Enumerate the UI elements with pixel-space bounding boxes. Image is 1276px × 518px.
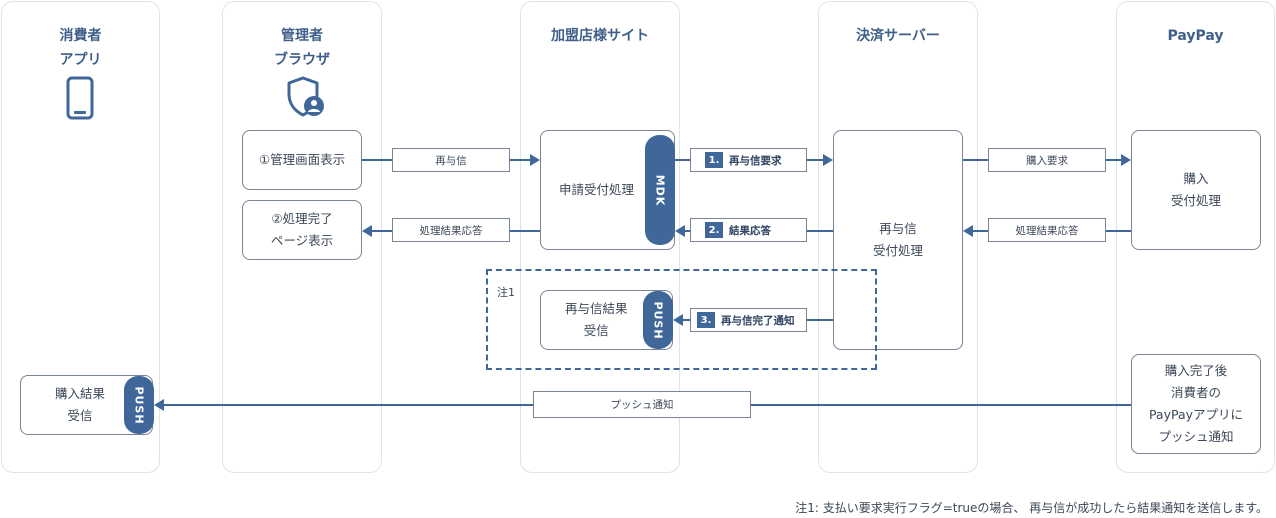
step2-number: 2. — [705, 222, 723, 238]
label-step2: 2. 結果応答 — [690, 218, 807, 242]
lane-title-admin-line1: 管理者 — [281, 28, 323, 44]
paypay-complete-box: 購入完了後 消費者の PayPayアプリに プッシュ通知 — [1131, 354, 1261, 454]
label-push-notify: プッシュ通知 — [533, 391, 751, 418]
label-resend: 再与信 — [392, 148, 510, 172]
consumer-receive-label: 購入結果 受信 — [55, 386, 106, 423]
label-purchase-request: 購入要求 — [988, 148, 1106, 172]
lane-title-payment: 決済サーバー — [856, 28, 940, 44]
mdk-pill: MDK — [645, 135, 675, 245]
lane-title-consumer-line2: アプリ — [59, 52, 102, 68]
lane-title-merchant: 加盟店様サイト — [551, 28, 649, 44]
arrow-head-resend — [530, 154, 540, 166]
note-region — [486, 269, 877, 370]
step1-number: 1. — [705, 152, 723, 168]
lane-title-admin-line2: ブラウザ — [274, 52, 330, 68]
arrow-head-result-paypay — [963, 225, 973, 237]
push-consumer-label: PUSH — [132, 385, 146, 425]
payment-process-box: 再与信 受付処理 — [833, 130, 963, 350]
arrow-head-purchase-request — [1121, 154, 1131, 166]
arrow-head-step1 — [823, 154, 833, 166]
arrow-head-result-admin — [362, 225, 372, 237]
smartphone-icon — [66, 76, 94, 124]
step3-text: 再与信完了通知 — [721, 314, 795, 327]
admin-view-box: ①管理画面表示 — [242, 130, 362, 190]
shield-user-icon — [286, 76, 326, 122]
step3-number: 3. — [697, 312, 715, 328]
label-result-admin: 処理結果応答 — [392, 218, 510, 242]
admin-result-box: ②処理完了 ページ表示 — [242, 200, 362, 260]
push-merchant-pill: PUSH — [643, 291, 673, 349]
lane-title-paypay: PayPay — [1167, 28, 1224, 44]
label-step3: 3. 再与信完了通知 — [690, 308, 807, 332]
mdk-label: MDK — [653, 174, 667, 206]
push-consumer-pill: PUSH — [124, 376, 154, 434]
merchant-request-label: 申請受付処理 — [559, 182, 635, 197]
step2-text: 結果応答 — [729, 224, 771, 237]
note-marker: 注1 — [497, 286, 515, 299]
paypay-purchase-box: 購入 受付処理 — [1131, 130, 1261, 250]
arrow-head-push-notify — [154, 399, 164, 411]
arrow-head-step3 — [673, 314, 683, 326]
footnote: 注1: 支払い要求実行フラグ=trueの場合、 再与信が成功したら結果通知を送信… — [795, 501, 1268, 515]
arrow-head-step2 — [675, 225, 685, 237]
label-result-paypay: 処理結果応答 — [988, 218, 1106, 242]
lane-title-consumer-line1: 消費者 — [59, 28, 102, 44]
label-step1: 1. 再与信要求 — [690, 148, 807, 172]
step1-text: 再与信要求 — [729, 154, 782, 167]
merchant-push-receive-label: 再与信結果 受信 — [565, 301, 628, 338]
